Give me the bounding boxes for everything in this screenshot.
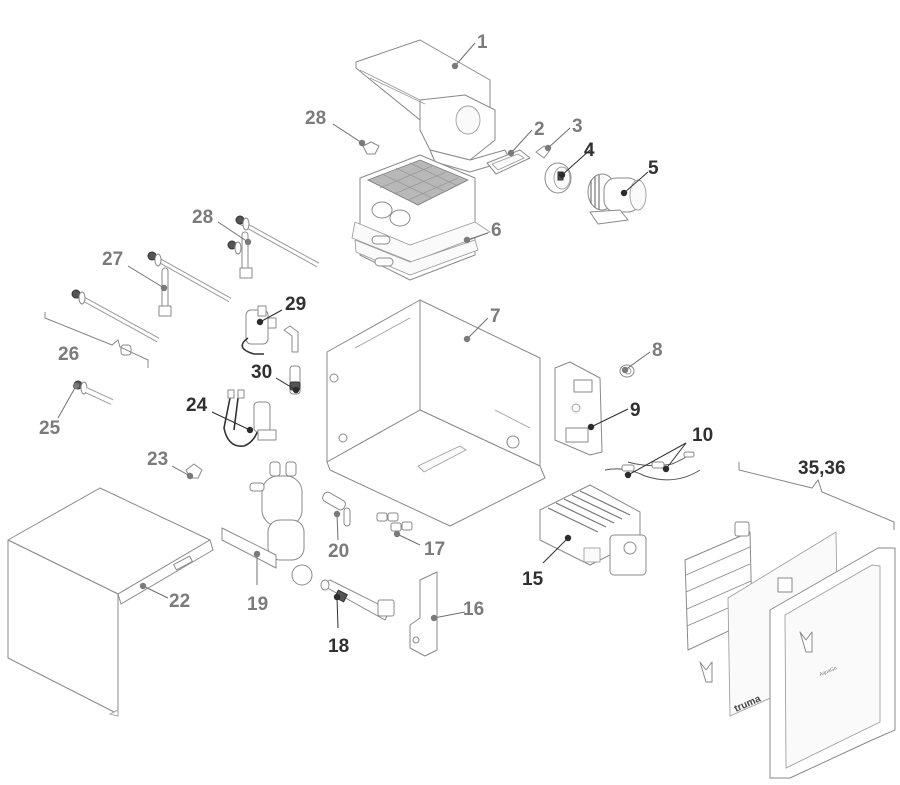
callout-8: 8 bbox=[652, 340, 663, 361]
callout-19: 19 bbox=[247, 594, 268, 615]
callout-1: 1 bbox=[477, 32, 488, 53]
callout-20: 20 bbox=[328, 541, 349, 562]
part-outer-cover bbox=[7, 487, 214, 717]
callout-35-36: 35,36 bbox=[798, 458, 846, 479]
callout-5: 5 bbox=[648, 158, 659, 179]
part-mounting-bracket bbox=[409, 571, 438, 657]
part-heat-exchanger bbox=[351, 154, 491, 281]
callout-3: 3 bbox=[572, 116, 583, 137]
callout-27: 27 bbox=[102, 249, 123, 270]
callout-9: 9 bbox=[630, 400, 641, 421]
part-pressure-switch bbox=[544, 162, 572, 194]
part-pump-wiring bbox=[223, 389, 277, 447]
part-access-door-kit: truma AquaGo bbox=[684, 462, 896, 779]
part-wire-harness-sensors bbox=[604, 451, 701, 481]
callout-28-pipe: 28 bbox=[192, 207, 213, 228]
callout-7: 7 bbox=[490, 306, 501, 327]
callout-6: 6 bbox=[491, 220, 502, 241]
leader-lines bbox=[57, 42, 687, 629]
callout-25: 25 bbox=[39, 418, 61, 439]
part-burner-housing bbox=[355, 39, 511, 173]
callout-4: 4 bbox=[584, 140, 595, 161]
bracket-26 bbox=[44, 312, 149, 368]
callout-22: 22 bbox=[169, 591, 190, 612]
part-inner-casing bbox=[326, 299, 546, 527]
part-flow-sensor bbox=[320, 579, 395, 621]
part-clips-set bbox=[376, 512, 413, 532]
callout-15: 15 bbox=[522, 569, 544, 590]
part-small-clip bbox=[362, 141, 380, 155]
part-burner-gas-valve-assembly bbox=[539, 484, 647, 576]
callout-26: 26 bbox=[58, 344, 79, 365]
part-double-pipe-fitting bbox=[227, 215, 320, 279]
part-valve-elbow bbox=[322, 491, 351, 527]
part-pipe-with-elbow bbox=[147, 251, 232, 317]
part-control-board bbox=[554, 361, 603, 456]
part-pipe-fitting-set bbox=[44, 289, 160, 368]
part-pump-filter-assembly bbox=[221, 461, 313, 586]
callout-24: 24 bbox=[186, 395, 208, 416]
part-short-fitting bbox=[73, 380, 114, 405]
callout-18: 18 bbox=[328, 636, 349, 657]
callout-2: 2 bbox=[534, 119, 545, 140]
callout-28-clip: 28 bbox=[305, 108, 326, 129]
callout-30: 30 bbox=[251, 362, 272, 383]
callout-labels: 1 2 3 4 5 6 7 8 9 10 15 16 17 18 19 20 2… bbox=[39, 32, 846, 657]
callout-17: 17 bbox=[424, 539, 445, 560]
callout-23: 23 bbox=[147, 449, 168, 470]
callout-10: 10 bbox=[692, 425, 713, 446]
callout-29: 29 bbox=[285, 294, 306, 315]
part-solenoid-valve bbox=[241, 305, 299, 355]
callout-16: 16 bbox=[463, 599, 484, 620]
